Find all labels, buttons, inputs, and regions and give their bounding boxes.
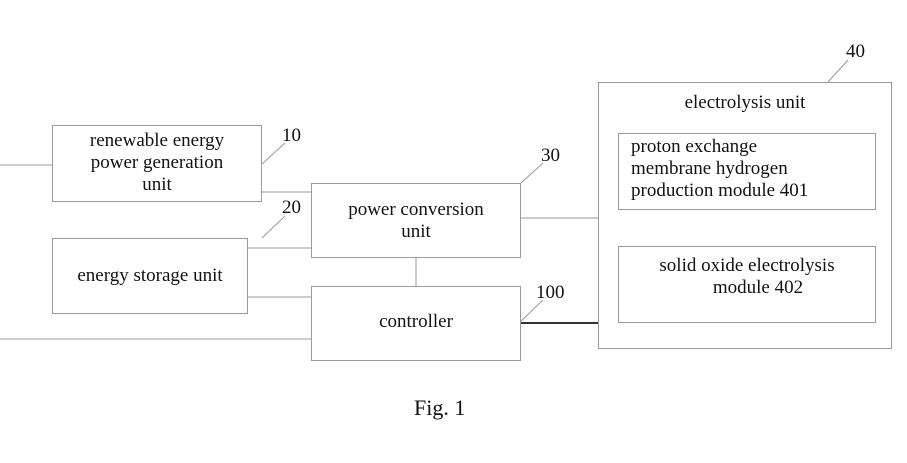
- electrolysis-unit-title: electrolysis unit: [598, 92, 892, 114]
- renewable-label-line2: power generation: [52, 152, 262, 174]
- soec-line1: solid oxide electrolysis: [618, 255, 876, 277]
- renewable-generation-label: renewable energy power generation unit: [52, 130, 262, 196]
- energy-storage-label: energy storage unit: [52, 265, 248, 287]
- soec-line2: module 402: [618, 277, 876, 299]
- power-conversion-label: power conversion unit: [311, 199, 521, 243]
- soec-module-label: solid oxide electrolysis module 402: [618, 255, 876, 299]
- power-conversion-line2: unit: [311, 221, 521, 243]
- leader-20: [262, 216, 285, 238]
- ref-10: 10: [282, 126, 301, 146]
- controller-label: controller: [311, 311, 521, 333]
- leader-10: [262, 143, 285, 164]
- pem-line1: proton exchange: [631, 136, 808, 158]
- leader-30: [521, 163, 543, 183]
- pem-module-label: proton exchange membrane hydrogen produc…: [631, 136, 808, 202]
- renewable-label-line3: unit: [52, 174, 262, 196]
- power-conversion-line1: power conversion: [311, 199, 521, 221]
- pem-line3: production module 401: [631, 180, 808, 202]
- ref-20: 20: [282, 198, 301, 218]
- renewable-label-line1: renewable energy: [52, 130, 262, 152]
- leader-40: [828, 60, 848, 82]
- ref-100: 100: [536, 283, 565, 303]
- ref-40: 40: [846, 42, 865, 62]
- ref-30: 30: [541, 146, 560, 166]
- pem-line2: membrane hydrogen: [631, 158, 808, 180]
- figure-caption: Fig. 1: [414, 395, 465, 421]
- leader-100: [521, 300, 543, 321]
